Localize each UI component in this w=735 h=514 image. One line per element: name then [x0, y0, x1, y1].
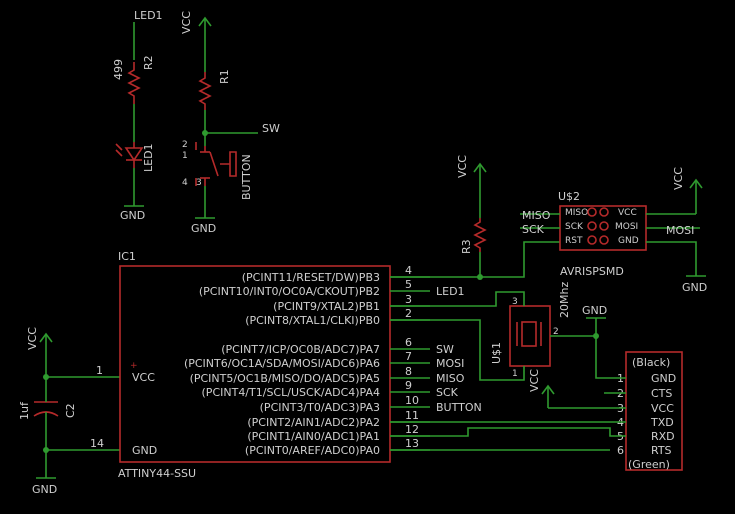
vcc-r3-label: VCC	[456, 155, 469, 178]
led-symbol	[115, 142, 144, 168]
led1-name: LED1	[142, 143, 155, 172]
ic1-pin-net: SCK	[436, 386, 459, 399]
ic1-pin-label: (PCINT9/XTAL2)PB1	[273, 300, 380, 313]
ic1: IC1 ATTINY44-SSU + VCC GND 1 14 (PCINT11…	[90, 250, 482, 480]
ic1-gnd-label: GND	[132, 444, 157, 457]
ic1-pin-label: (PCINT6/OC1A/SDA/MOSI/ADC6)PA6	[184, 357, 380, 370]
ftdi-pin-label: CTS	[651, 387, 672, 400]
isp-pin-vcc: VCC	[618, 208, 637, 218]
ftdi-pin-label: VCC	[651, 402, 674, 415]
ic1-pin-number: 7	[405, 350, 412, 363]
button-name: BUTTON	[240, 154, 253, 200]
ftdi-pin-label: GND	[651, 372, 676, 385]
isp-name: U$2	[558, 190, 580, 203]
isp-pin-sck: SCK	[565, 222, 584, 232]
ftdi-pin-number: 6	[617, 444, 624, 457]
isp-mosi-net: MOSI	[666, 224, 694, 237]
ftdi-pin-label: TXD	[650, 416, 674, 429]
gnd-button-label: GND	[191, 222, 216, 235]
ic1-pin-number: 12	[405, 423, 419, 436]
ic1-pin-number: 5	[405, 278, 412, 291]
ic1-pin-net: MISO	[436, 372, 465, 385]
ic1-pin-net: BUTTON	[436, 401, 482, 414]
vcc-right-label: VCC	[672, 167, 685, 190]
ic1-pin-label: (PCINT5/OC1B/MISO/DO/ADC5)PA5	[190, 372, 380, 385]
isp-pin-rst: RST	[565, 236, 583, 246]
ftdi-pin-label: RTS	[651, 444, 672, 457]
isp-pin-miso: MISO	[565, 208, 588, 218]
cap-block: VCC 1uf C2 GND	[18, 327, 120, 496]
ic1-pin-1: 1	[96, 364, 103, 377]
led-r2-block: LED1 499 R2 LED1 GND	[112, 9, 163, 222]
ic1-pin-14: 14	[90, 437, 104, 450]
ic1-vcc-label: VCC	[132, 371, 155, 384]
ftdi-pin-label: RXD	[651, 430, 675, 443]
r2-value: 499	[112, 59, 125, 80]
ic1-pin-label: (PCINT10/INT0/OC0A/CKOUT)PB2	[199, 285, 380, 298]
ic1-name: IC1	[118, 250, 136, 263]
res-pin-2: 2	[553, 327, 559, 337]
ic1-pin-label: (PCINT2/AIN1/ADC2)PA2	[247, 416, 380, 429]
ic1-pin-number: 4	[405, 264, 412, 277]
res-vcc-label: VCC	[528, 369, 541, 392]
button-pin-2: 2	[182, 140, 188, 150]
res-name: U$1	[490, 342, 503, 364]
ic1-pin-number: 9	[405, 379, 412, 392]
ic1-pin-number: 8	[405, 365, 412, 378]
led1-net-label: LED1	[134, 9, 163, 22]
ic1-pin-label: (PCINT1/AIN0/ADC1)PA1	[247, 430, 380, 443]
ic1-pin-number: 6	[405, 336, 412, 349]
button-pin-4: 4	[182, 178, 188, 188]
ic1-pin-net: MOSI	[436, 357, 464, 370]
ic1-right-pins: (PCINT11/RESET/DW)PB3 4 (PCINT10/INT0/OC0A…	[184, 264, 482, 457]
button-r1-block: VCC R1 SW 2 1 4 3 BUTTON GND	[180, 11, 280, 235]
ic1-pin-net: LED1	[436, 285, 465, 298]
button-symbol	[195, 142, 237, 186]
ic1-pin-number: 2	[405, 307, 412, 320]
res-pin-3: 3	[512, 297, 518, 307]
isp-header: U$2 AVRISPSMD MISO SCK RST VCC MOSI GND …	[520, 167, 707, 294]
r3-name: R3	[460, 239, 473, 254]
cap-value: 1uf	[18, 401, 31, 420]
button-pin-1: 1	[182, 151, 188, 161]
vcc-left-label: VCC	[26, 327, 39, 350]
svg-text:+: +	[130, 361, 138, 371]
ic1-pin-label: (PCINT3/T0/ADC3)PA3	[260, 401, 380, 414]
isp-part: AVRISPSMD	[560, 265, 624, 278]
button-pin-3: 3	[196, 178, 202, 188]
ic1-pin-number: 11	[405, 409, 419, 422]
ic1-pin-label: (PCINT8/XTAL1/CLKI)PB0	[245, 314, 380, 327]
res-pin-1: 1	[512, 369, 518, 379]
isp-pin-mosi: MOSI	[615, 222, 638, 232]
r1-name: R1	[218, 69, 231, 84]
ftdi-bottom-label: (Green)	[628, 458, 670, 471]
ic1-part: ATTINY44-SSU	[118, 467, 196, 480]
res-value: 20Mhz	[558, 282, 571, 318]
r3-block: VCC R3	[390, 155, 560, 280]
ic1-pin-label: (PCINT7/ICP/OC0B/ADC7)PA7	[221, 343, 380, 356]
isp-sck-net: SCK	[522, 223, 545, 236]
ftdi-top-label: (Black)	[632, 356, 670, 369]
ic1-pin-label: (PCINT0/AREF/ADC0)PA0	[245, 444, 380, 457]
resonator: 3 2 1 20Mhz U$1 GND VCC	[390, 282, 607, 408]
gnd-led-label: GND	[120, 209, 145, 222]
ic1-pin-label: (PCINT4/T1/SCL/USCK/ADC4)PA4	[202, 386, 380, 399]
ic1-pin-net: SW	[436, 343, 454, 356]
ic1-pin-number: 10	[405, 394, 419, 407]
vcc-top-label: VCC	[180, 11, 193, 34]
ic1-pin-label: (PCINT11/RESET/DW)PB3	[242, 271, 380, 284]
cap-name: C2	[64, 403, 77, 418]
ic1-pin-number: 13	[405, 437, 419, 450]
gnd-res-label: GND	[582, 304, 607, 317]
isp-pin-gnd: GND	[618, 236, 639, 246]
isp-pads	[587, 207, 609, 245]
gnd-left-label: GND	[32, 483, 57, 496]
ic1-pin-number: 3	[405, 293, 412, 306]
r2-name: R2	[142, 55, 155, 70]
sw-net-label: SW	[262, 122, 280, 135]
gnd-right-label: GND	[682, 281, 707, 294]
isp-miso-net: MISO	[522, 209, 551, 222]
